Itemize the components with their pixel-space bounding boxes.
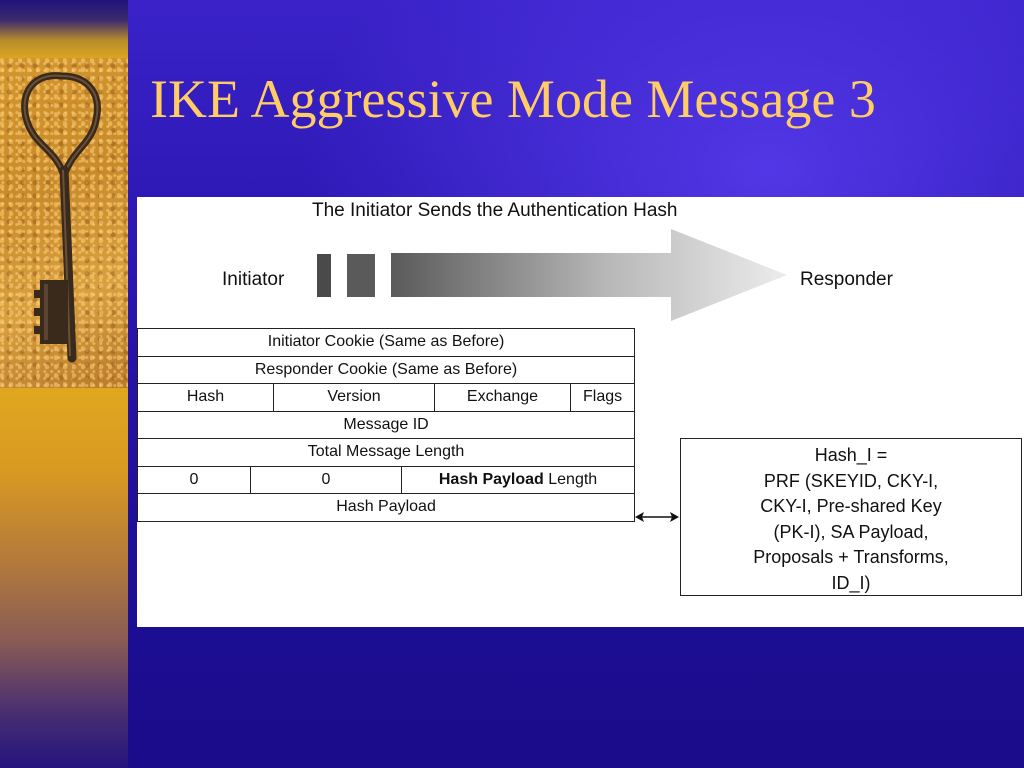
total-length-cell: Total Message Length [136, 438, 636, 467]
next-payload-hash-cell: Hash [137, 383, 274, 412]
message-id-cell: Message ID [136, 410, 636, 439]
responder-cookie-cell: Responder Cookie (Same as Before) [136, 355, 636, 384]
length-suffix-text: Length [543, 470, 598, 488]
hash-line: Proposals + Transforms, [753, 547, 949, 567]
hash-line: CKY-I, Pre-shared Key [760, 496, 942, 516]
slide-title: IKE Aggressive Mode Message 3 [150, 69, 876, 129]
key-image [0, 58, 128, 388]
zero-cell-b: 0 [250, 465, 402, 494]
table-row: Message ID [136, 410, 636, 439]
hash-line: Hash_I = [814, 445, 888, 465]
flow-bar [317, 254, 331, 297]
hash-payload-cell: Hash Payload [136, 493, 636, 522]
responder-label: Responder [800, 269, 893, 290]
version-cell: Version [273, 383, 435, 412]
hash-line: ID_I) [831, 572, 871, 593]
hash-payload-length-cell: Hash Payload Length [400, 465, 636, 494]
double-arrow-icon [635, 512, 679, 522]
hash-definition-box: Hash_I = PRF (SKEYID, CKY-I, CKY-I, Pre-… [680, 438, 1022, 596]
isakmp-header-table: Initiator Cookie (Same as Before) Respon… [136, 328, 636, 522]
right-arrow-icon [391, 229, 787, 321]
hash-line: (PK-I), SA Payload, [773, 521, 929, 542]
table-row: Total Message Length [136, 438, 636, 467]
flow-bar [347, 254, 375, 297]
flags-cell: Flags [569, 383, 636, 412]
diagram-figure: The Initiator Sends the Authentication H… [136, 197, 1024, 627]
hash-payload-bold-text: Hash Payload [438, 470, 544, 488]
table-row: Hash Version Exchange Flags [137, 383, 636, 412]
table-row: Hash Payload [136, 493, 636, 522]
table-row: Responder Cookie (Same as Before) [136, 355, 636, 384]
hash-line: PRF (SKEYID, CKY-I, [763, 470, 939, 491]
initiator-cookie-cell: Initiator Cookie (Same as Before) [136, 328, 636, 357]
exchange-cell: Exchange [434, 383, 571, 412]
table-row: 0 0 Hash Payload Length [137, 465, 636, 494]
old-skeleton-key-icon [21, 72, 101, 363]
table-row: Initiator Cookie (Same as Before) [136, 328, 636, 357]
zero-cell-a: 0 [137, 465, 251, 494]
initiator-label: Initiator [222, 269, 285, 290]
diagram-caption: The Initiator Sends the Authentication H… [312, 200, 678, 221]
